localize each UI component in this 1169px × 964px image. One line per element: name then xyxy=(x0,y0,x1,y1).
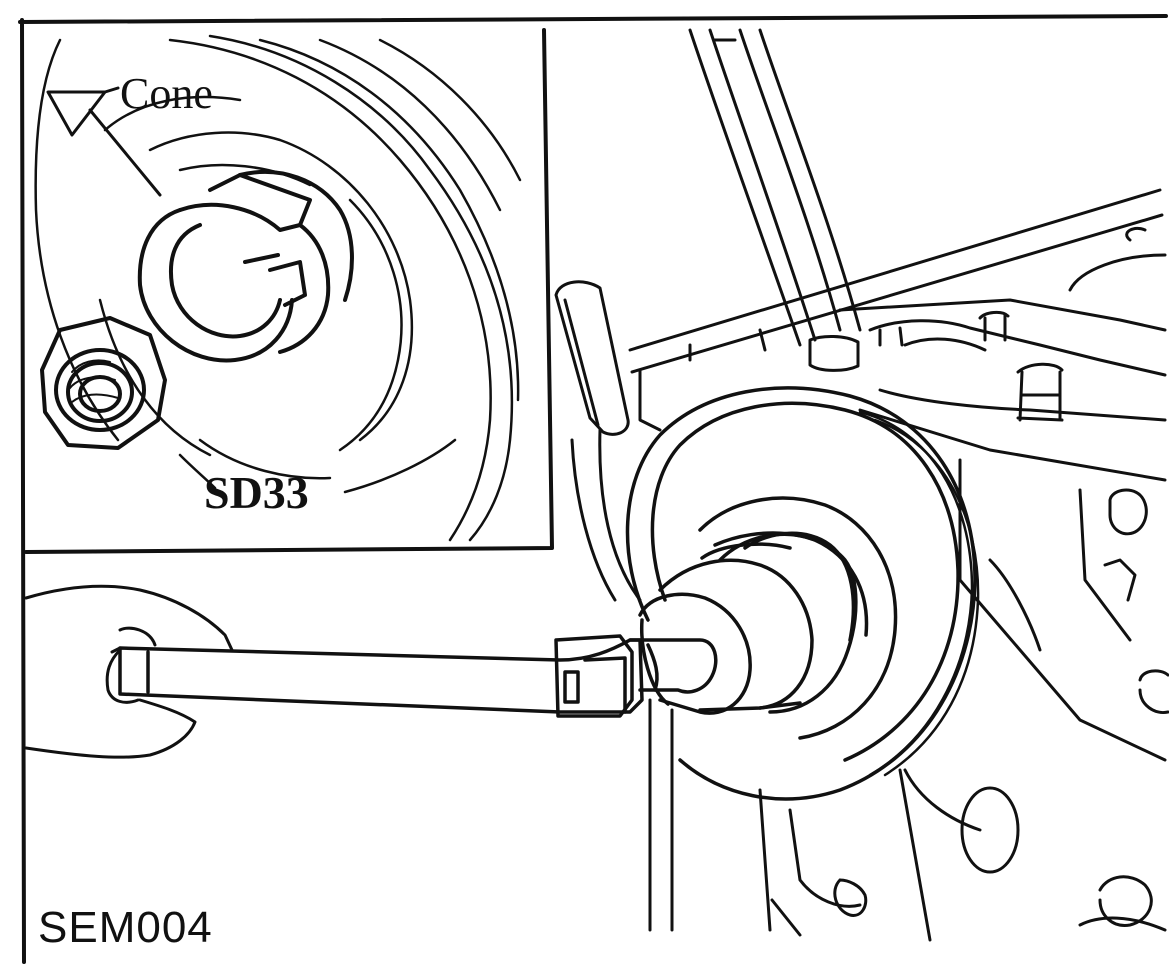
cone-leader-arrow xyxy=(46,86,162,197)
inset-border xyxy=(24,28,554,554)
figure-code-label: SEM004 xyxy=(38,903,213,952)
pry-bar xyxy=(554,280,642,602)
sd33-leader xyxy=(178,438,457,494)
cone-part xyxy=(137,169,354,363)
outer-border xyxy=(18,14,1168,964)
inset-pulley-arcs xyxy=(34,34,522,542)
cone-label: Cone xyxy=(120,69,213,118)
engine-block xyxy=(628,188,1169,942)
hand xyxy=(24,584,234,759)
belt-bolt xyxy=(808,335,860,372)
belt xyxy=(688,28,862,347)
wrench xyxy=(118,634,644,718)
sd33-nut xyxy=(40,316,167,450)
sd33-label: SD33 xyxy=(204,467,309,518)
inset-panel xyxy=(24,28,554,554)
puller-tool xyxy=(628,531,858,715)
crank-pulley xyxy=(625,386,980,801)
